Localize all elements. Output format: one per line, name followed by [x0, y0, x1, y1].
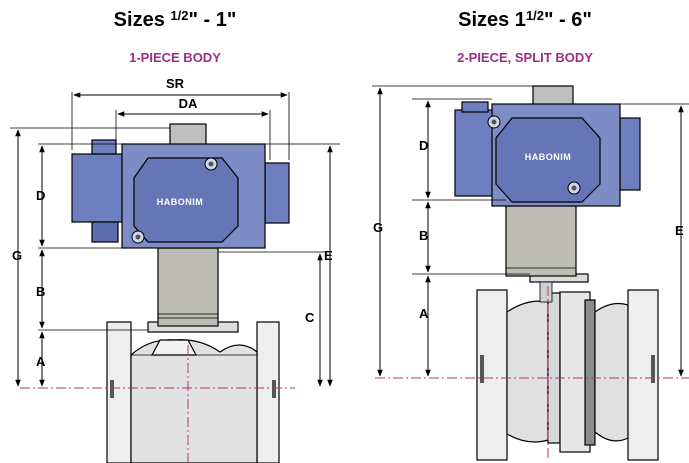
right-subtitle: 2-PIECE, SPLIT BODY — [457, 50, 593, 65]
dim-label-g-right: G — [373, 220, 383, 235]
left-subtitle: 1-PIECE BODY — [129, 50, 221, 65]
dim-label-e: E — [324, 248, 333, 263]
dim-label-a-right: A — [419, 306, 429, 321]
right-mounting-bracket — [505, 205, 589, 303]
left-dimensions: SR DA G D B A E C — [10, 76, 340, 387]
left-mounting-bracket — [147, 247, 239, 333]
dim-label-d-right: D — [419, 138, 428, 153]
right-actuator: HABONIM — [454, 85, 641, 207]
dim-label-sr: SR — [166, 76, 185, 91]
dim-label-da: DA — [179, 96, 198, 111]
left-valve-body — [106, 321, 280, 463]
dim-label-b-right: B — [419, 228, 428, 243]
dim-label-a: A — [36, 354, 46, 369]
right-brand-logo: HABONIM — [525, 152, 572, 162]
dim-label-c: C — [305, 310, 315, 325]
right-dimensions: G D B A E — [372, 85, 689, 377]
right-valve-body — [476, 289, 659, 461]
dim-label-e-right: E — [675, 223, 684, 238]
dim-label-d: D — [36, 188, 45, 203]
dim-label-b: B — [36, 284, 45, 299]
left-brand-logo: HABONIM — [157, 197, 204, 207]
dim-label-g: G — [12, 248, 22, 263]
right-title: Sizes 11/2" - 6" — [458, 8, 592, 31]
left-title: Sizes 1/2" - 1" — [114, 8, 237, 31]
left-actuator: HABONIM — [71, 123, 290, 249]
